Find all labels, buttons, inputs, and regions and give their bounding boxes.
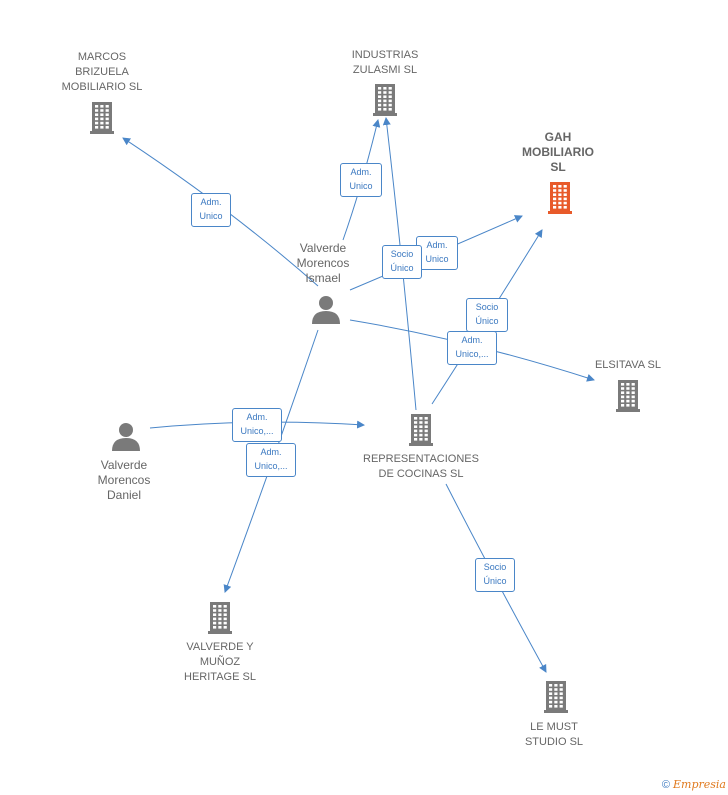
footer-brand: © Empresia bbox=[662, 778, 726, 791]
icons-layer bbox=[90, 84, 640, 713]
node-label-daniel[interactable]: Valverde Morencos Daniel bbox=[97, 458, 151, 502]
node-label-representaciones[interactable]: REPRESENTACIONES DE COCINAS SL bbox=[363, 453, 479, 480]
person-icon[interactable] bbox=[112, 423, 140, 451]
copyright-symbol: © bbox=[661, 779, 670, 791]
node-label-ismael[interactable]: Valverde Morencos Ismael bbox=[296, 241, 350, 285]
edge-role-label[interactable]: Adm. Unico bbox=[191, 193, 231, 227]
person-icon[interactable] bbox=[312, 296, 340, 324]
node-label-marcos[interactable]: MARCOS BRIZUELA MOBILIARIO SL bbox=[61, 51, 143, 93]
node-label-industrias[interactable]: INDUSTRIAS ZULASMI SL bbox=[351, 49, 419, 76]
edge-role-label[interactable]: Socio Único bbox=[475, 558, 515, 592]
building-icon[interactable] bbox=[616, 380, 640, 412]
node-label-elsitava[interactable]: ELSITAVA SL bbox=[594, 359, 662, 371]
edge-role-label[interactable]: Adm. Unico bbox=[416, 236, 458, 270]
building-icon[interactable] bbox=[548, 182, 572, 214]
node-label-lemust[interactable]: LE MUST STUDIO SL bbox=[524, 721, 584, 748]
edge-role-label[interactable]: Socio Único bbox=[382, 245, 422, 279]
edge-role-label[interactable]: Socio Único bbox=[466, 298, 508, 332]
node-label-valverde_munoz[interactable]: VALVERDE Y MUÑOZ HERITAGE SL bbox=[184, 641, 256, 683]
building-icon[interactable] bbox=[373, 84, 397, 116]
building-icon[interactable] bbox=[90, 102, 114, 134]
brand-name[interactable]: Empresia bbox=[673, 778, 726, 791]
node-label-gah[interactable]: GAH MOBILIARIO SL bbox=[522, 130, 594, 174]
building-icon[interactable] bbox=[544, 681, 568, 713]
edge-role-label[interactable]: Adm. Unico,... bbox=[246, 443, 296, 477]
edge-role-label[interactable]: Adm. Unico,... bbox=[232, 408, 282, 442]
edge-role-label[interactable]: Adm. Unico bbox=[340, 163, 382, 197]
edge-role-label[interactable]: Adm. Unico,... bbox=[447, 331, 497, 365]
building-icon[interactable] bbox=[208, 602, 232, 634]
building-icon[interactable] bbox=[409, 414, 433, 446]
